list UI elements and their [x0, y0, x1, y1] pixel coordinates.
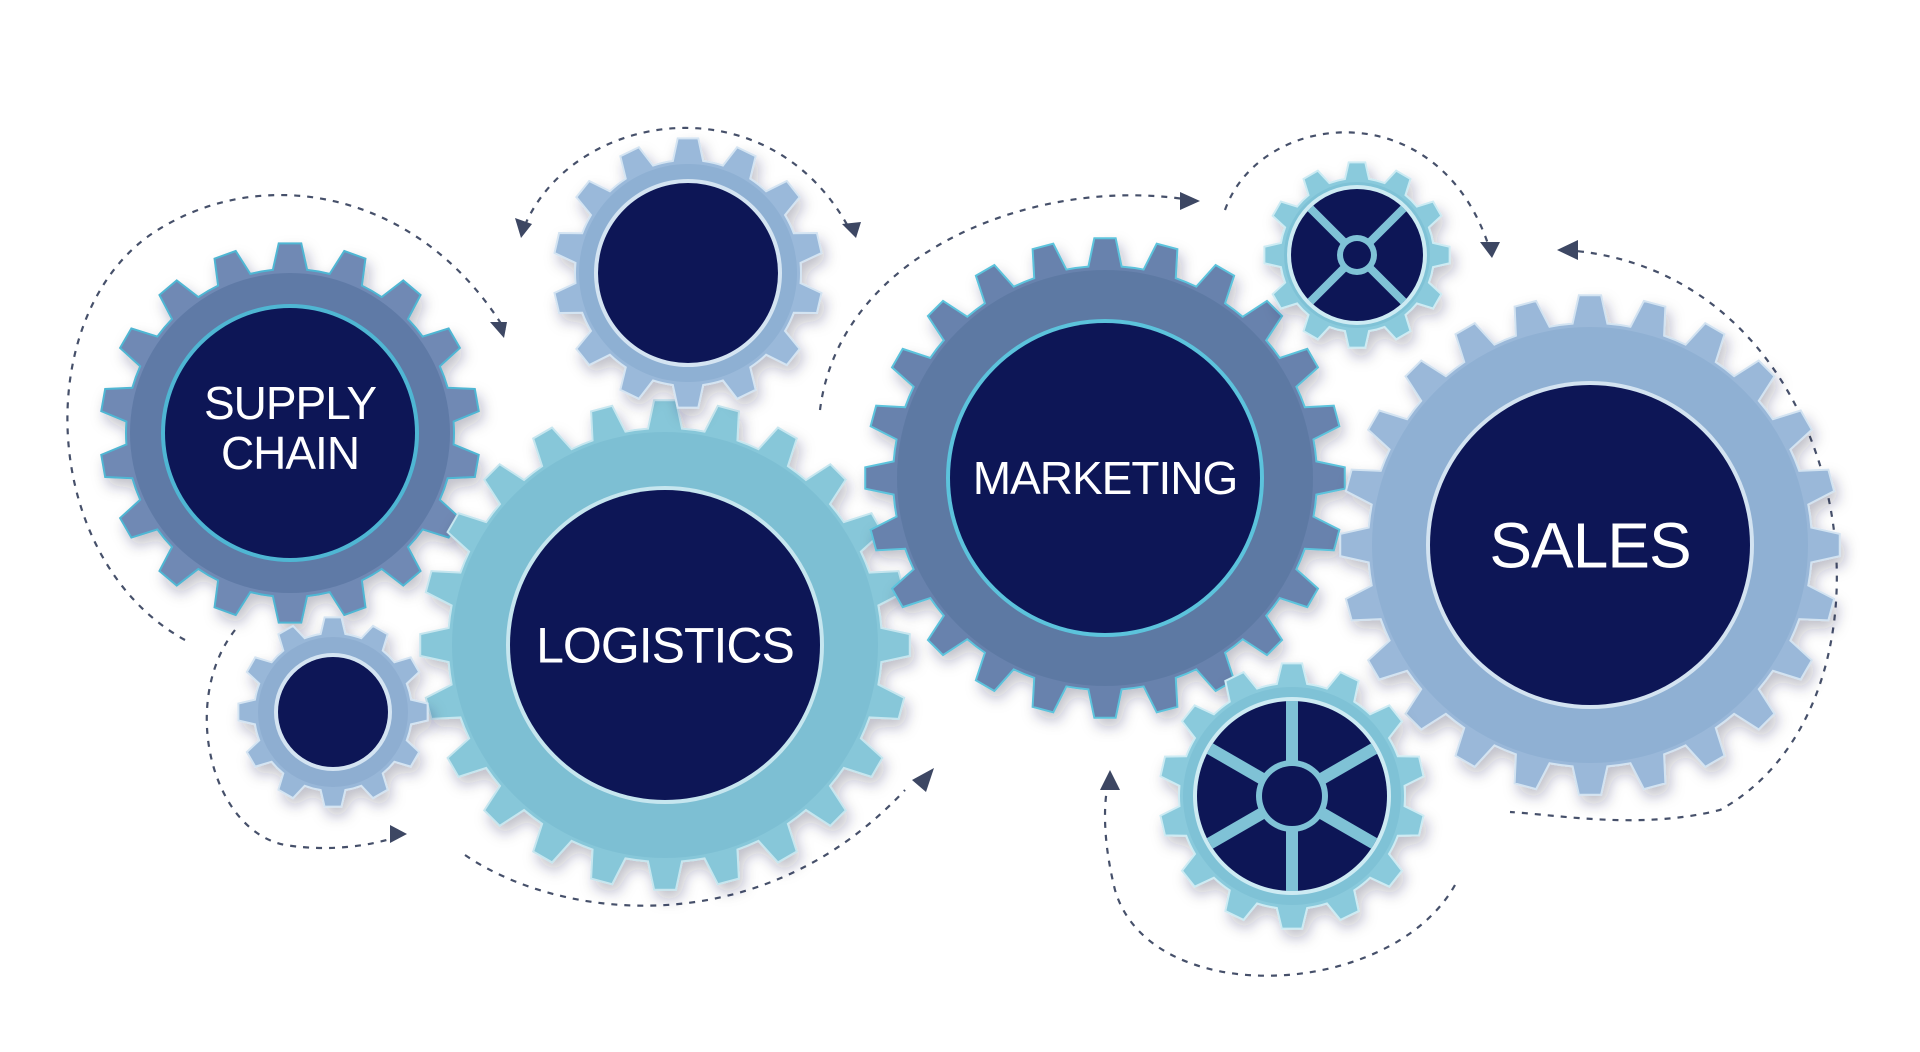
connector-to-marketing: [818, 194, 1191, 411]
arrowhead-icon: [515, 218, 532, 238]
gear-label-supply-chain: SUPPLY: [204, 377, 376, 429]
gear-spoke: [1307, 262, 1350, 305]
arrowhead-icon: [1557, 240, 1578, 260]
gear-label-marketing: MARKETING: [973, 452, 1237, 504]
gear-spokes: [1307, 205, 1407, 305]
gear-small-top: [553, 137, 823, 409]
gear-spoke: [1206, 743, 1270, 787]
connector-bottom-right: [1103, 777, 1456, 977]
connector-top-right: [1223, 131, 1492, 251]
gear-spoke: [1314, 743, 1378, 787]
arrowhead-icon: [912, 768, 934, 792]
gear-label-sales: SALES: [1489, 509, 1690, 581]
flow-connectors: [66, 126, 1838, 977]
arrowhead-icon: [1100, 770, 1120, 790]
gear-hub: [165, 308, 415, 558]
gear-label-supply-chain: CHAIN: [221, 427, 359, 479]
gear-hub: [278, 657, 388, 767]
gear-spoke-bottom: [1159, 662, 1425, 930]
gear-spoke: [1206, 805, 1270, 849]
arrowhead-icon: [490, 322, 507, 338]
gear-small-left: [237, 616, 429, 808]
connector-sales-loop: [1509, 248, 1838, 822]
gear-sales: SALES: [1339, 294, 1841, 796]
gear-spoke: [1314, 805, 1378, 849]
gear-marketing: MARKETING: [864, 237, 1346, 719]
gear-axle: [1262, 766, 1322, 826]
connector-supply-outer: [66, 193, 506, 641]
arrowhead-icon: [1180, 192, 1200, 210]
gear-axle: [1343, 241, 1371, 269]
connector-logistics-bottom: [464, 789, 906, 907]
arrowhead-icon: [842, 222, 861, 238]
gear-hub: [510, 490, 820, 800]
connector-left-bottom: [205, 629, 401, 850]
gear-hub: [598, 183, 778, 363]
arrowhead-icon: [1480, 242, 1500, 258]
gear-spokes: [1206, 701, 1378, 891]
gear-spoke-top-right: [1263, 161, 1451, 349]
gear-label-logistics: LOGISTICS: [536, 618, 794, 674]
arrowhead-icon: [390, 825, 407, 843]
gear-logistics: LOGISTICS: [419, 399, 911, 891]
gear-hub: [1430, 385, 1750, 705]
gear-spoke: [1364, 205, 1407, 248]
flow-arrowheads: [390, 192, 1578, 843]
gear-hub: [950, 323, 1260, 633]
gear-spoke: [1364, 262, 1407, 305]
gear-spoke: [1307, 205, 1350, 248]
